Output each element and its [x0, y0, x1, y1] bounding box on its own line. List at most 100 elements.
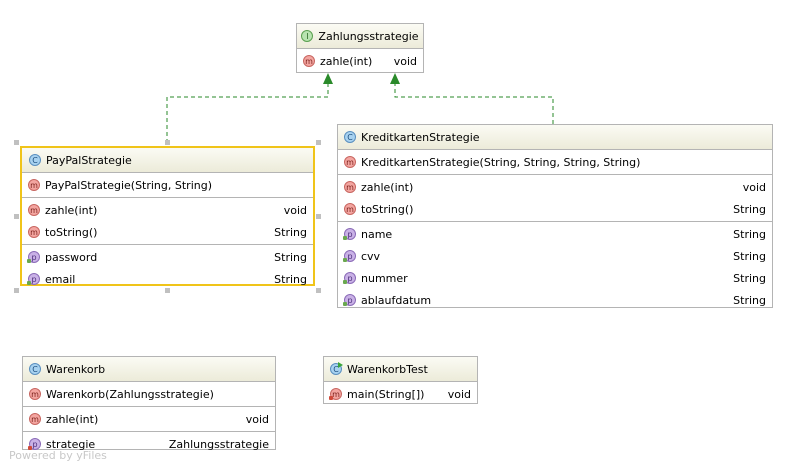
class-node-warenkorbtest[interactable]: C WarenkorbTest m main(String[]) void [323, 356, 478, 404]
constructor-row[interactable]: m PayPalStrategie(String, String) [22, 174, 313, 196]
node-title: KreditkartenStrategie [361, 130, 480, 144]
selection-handle[interactable] [316, 214, 321, 219]
constructors-section: m PayPalStrategie(String, String) [22, 173, 313, 198]
constructors-section: m Warenkorb(Zahlungsstrategie) [23, 382, 275, 407]
selection-handle[interactable] [165, 288, 170, 293]
member-type: void [742, 180, 766, 194]
node-header: C WarenkorbTest [324, 357, 477, 382]
realization-arrowhead-kreditkarte [390, 73, 400, 84]
node-header: C PayPalStrategie [22, 148, 313, 173]
visibility-marker-icon [343, 280, 347, 284]
member-name: name [361, 227, 393, 241]
member-type: Zahlungsstrategie [168, 437, 269, 451]
properties-section: p name String p cvv String p nummer Stri… [338, 222, 772, 312]
member-type: void [447, 387, 471, 401]
method-icon: m [28, 204, 40, 216]
member-name: main(String[]) [347, 387, 425, 401]
method-row[interactable]: m zahle(int) void [338, 176, 772, 198]
property-icon-letter: p [31, 252, 37, 262]
property-icon: p [27, 251, 40, 263]
realization-arrowhead-paypal [323, 73, 333, 84]
property-icon: p [28, 438, 41, 450]
class-icon: C [344, 131, 356, 143]
properties-section: p password String p email String [22, 245, 313, 291]
class-icon: C [29, 363, 41, 375]
member-name: toString() [45, 225, 98, 239]
properties-section: p strategie Zahlungsstrategie [23, 432, 275, 456]
property-row[interactable]: p password String [22, 246, 313, 268]
selection-handle[interactable] [165, 140, 170, 145]
member-type: String [274, 272, 307, 286]
property-row[interactable]: p nummer String [338, 267, 772, 289]
class-icon-letter: C [333, 364, 339, 374]
selection-handle[interactable] [316, 288, 321, 293]
static-marker-icon [329, 396, 333, 400]
method-icon: m [344, 181, 356, 193]
methods-section: m zahle(int) void [297, 49, 423, 73]
realization-edge-paypal [166, 84, 329, 143]
selection-handle[interactable] [14, 140, 19, 145]
method-row[interactable]: m toString() String [338, 198, 772, 220]
property-row[interactable]: p strategie Zahlungsstrategie [23, 433, 275, 455]
property-row[interactable]: p email String [22, 268, 313, 290]
test-class-icon: C [330, 362, 343, 375]
member-name: PayPalStrategie(String, String) [45, 178, 213, 192]
property-row[interactable]: p cvv String [338, 245, 772, 267]
method-icon: m [344, 156, 356, 168]
visibility-marker-icon [28, 446, 32, 450]
class-node-warenkorb[interactable]: C Warenkorb m Warenkorb(Zahlungsstrategi… [22, 356, 276, 451]
method-row[interactable]: m main(String[]) void [324, 383, 477, 405]
class-node-kreditkartenstrategie[interactable]: C KreditkartenStrategie m KreditkartenSt… [337, 124, 773, 308]
method-icon: m [303, 55, 315, 67]
member-name: Warenkorb(Zahlungsstrategie) [46, 387, 214, 401]
member-type: String [733, 227, 766, 241]
selection-handle[interactable] [14, 214, 19, 219]
interface-node-zahlungsstrategie[interactable]: I Zahlungsstrategie m zahle(int) void [296, 23, 424, 73]
member-name: toString() [361, 202, 414, 216]
property-icon-letter: p [347, 229, 353, 239]
member-type: void [283, 203, 307, 217]
node-header: I Zahlungsstrategie [297, 24, 423, 49]
member-type: String [274, 225, 307, 239]
property-row[interactable]: p ablaufdatum String [338, 289, 772, 311]
node-title: PayPalStrategie [46, 153, 132, 167]
node-title: WarenkorbTest [347, 362, 428, 376]
method-row[interactable]: m toString() String [22, 221, 313, 243]
member-type: String [733, 202, 766, 216]
constructors-section: m KreditkartenStrategie(String, String, … [338, 150, 772, 175]
selection-handle[interactable] [14, 288, 19, 293]
member-type: String [733, 249, 766, 263]
method-icon: m [29, 413, 41, 425]
node-header: C KreditkartenStrategie [338, 125, 772, 150]
constructor-row[interactable]: m KreditkartenStrategie(String, String, … [338, 151, 772, 173]
property-icon-letter: p [31, 274, 37, 284]
visibility-marker-icon [27, 259, 31, 263]
member-type: String [733, 293, 766, 307]
property-icon: p [343, 272, 356, 284]
method-row[interactable]: m zahle(int) void [297, 50, 423, 72]
method-row[interactable]: m zahle(int) void [23, 408, 275, 430]
class-icon: C [29, 154, 41, 166]
node-title: Warenkorb [46, 362, 106, 376]
method-row[interactable]: m zahle(int) void [22, 199, 313, 221]
method-icon: m [28, 226, 40, 238]
class-node-paypalstrategie[interactable]: C PayPalStrategie m PayPalStrategie(Stri… [20, 146, 315, 286]
member-name: cvv [361, 249, 381, 263]
member-type: void [393, 54, 417, 68]
property-row[interactable]: p name String [338, 223, 772, 245]
property-icon-letter: p [347, 295, 353, 305]
constructor-row[interactable]: m Warenkorb(Zahlungsstrategie) [23, 383, 275, 405]
methods-section: m zahle(int) void m toString() String [22, 198, 313, 245]
realization-edge-kreditkarte [394, 84, 554, 124]
visibility-marker-icon [343, 258, 347, 262]
property-icon: p [27, 273, 40, 285]
visibility-marker-icon [343, 236, 347, 240]
node-header: C Warenkorb [23, 357, 275, 382]
property-icon-letter: p [347, 251, 353, 261]
property-icon: p [343, 228, 356, 240]
member-name: zahle(int) [320, 54, 373, 68]
method-icon: m [329, 388, 342, 400]
selection-handle[interactable] [316, 140, 321, 145]
methods-section: m zahle(int) void [23, 407, 275, 432]
member-name: ablaufdatum [361, 293, 432, 307]
